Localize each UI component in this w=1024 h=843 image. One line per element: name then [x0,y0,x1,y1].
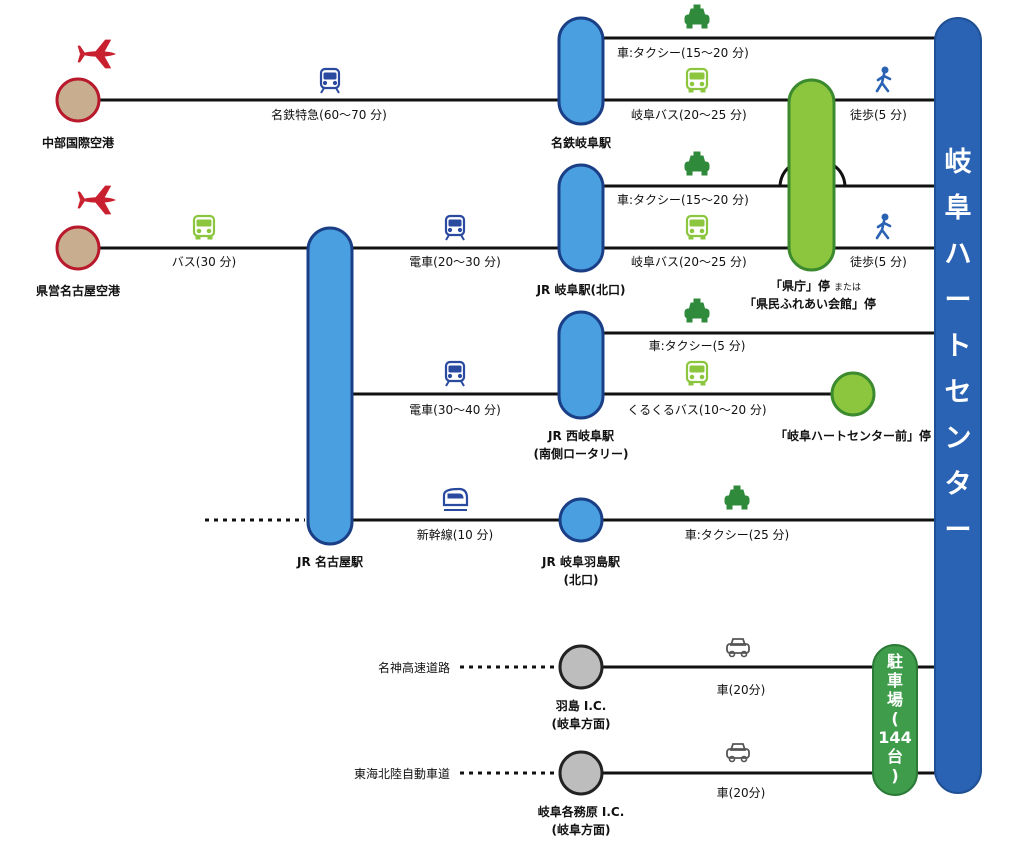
destination-char: ー [944,285,972,316]
meitetsu-gifu-label: 名鉄岐阜駅 [550,136,612,150]
walk-icon [875,65,892,93]
destination-char: 阜 [944,193,972,224]
route-walk-meitetsu: 徒歩(5 分) [850,108,907,122]
parking-bar [872,644,918,796]
meitetsu-gifu-station [557,16,605,126]
destination-char: セ [944,377,972,408]
route-taxi-meitetsu: 車:タクシー(15〜20 分) [617,46,749,60]
route-walk-jrgifu: 徒歩(5 分) [850,255,907,269]
taxi-icon [724,485,750,510]
route-shinkansen-10: 新幹線(10 分) [416,528,494,542]
walk-icon [875,212,892,240]
jr-nishigifu-label: JR 西岐阜駅 [548,429,614,443]
parking-char: 駐 [886,652,903,671]
heart-center-bus-stop [830,371,876,417]
chubu-airport-label: 中部国際空港 [41,136,115,150]
meishin-label: 名神高速道路 [377,661,450,675]
train-icon [319,67,341,95]
taxi-icon [684,4,710,29]
route-kurukuru-bus: くるくるバス(10〜20 分) [627,403,767,417]
car-icon [726,638,750,658]
route-car-hashima-ic: 車(20分) [716,683,766,697]
route-bus-meitetsu: 岐阜バス(20〜25 分) [631,108,747,122]
nagoya-airport-label: 県営名古屋空港 [35,284,121,298]
kakamigahara-ic-label: 岐阜各務原 I.C. [537,805,625,819]
jr-hashima-sublabel: (北口) [563,573,599,587]
jr-nishigifu-station [557,310,605,420]
kakamigahara-ic-node [558,750,604,796]
bus-icon [685,214,709,241]
route-meitetsu-express: 名鉄特急(60〜70 分) [271,108,387,122]
destination-char: ト [944,331,972,362]
kakamigahara-ic-sublabel: (岐阜方面) [551,823,611,837]
plane-icon [77,185,116,215]
destination-label: 岐阜ハートセンター [936,140,980,554]
destination-char: 岐 [944,147,972,178]
jr-hashima-label: JR 岐阜羽島駅 [542,555,620,569]
jr-gifu-label: JR 岐阜駅(北口) [536,283,626,297]
parking-char: ) [891,766,899,785]
jr-hashima-station [558,497,604,543]
kencho-stop-label: 「県庁」停または [770,279,861,295]
destination-bar [934,17,982,794]
kencho-stop-or: または [834,283,862,293]
route-bus-30: バス(30 分) [171,255,237,269]
bus-icon [192,214,216,241]
hashima-ic-sublabel: (岐阜方面) [551,717,611,731]
jr-nagoya-label: JR 名古屋駅 [297,555,363,569]
shinkansen-icon [442,487,469,512]
taxi-icon [684,298,710,323]
kencho-stop-name: 「県庁」停 [770,279,831,293]
bus-icon [685,360,709,387]
destination-char: ー [944,515,972,546]
car-icon [726,743,750,763]
heart-center-stop-label: 「岐阜ハートセンター前」停 [774,429,932,443]
route-taxi-hashima: 車:タクシー(25 分) [684,528,790,542]
destination-char: ハ [944,239,972,270]
jr-gifu-station [557,163,605,273]
train-icon [444,360,466,388]
hashima-ic-node [558,644,604,690]
taxi-icon [684,151,710,176]
route-bus-jrgifu: 岐阜バス(20〜25 分) [631,255,747,269]
route-taxi-nishigifu: 車:タクシー(5 分) [648,339,746,353]
destination-char: タ [944,469,972,500]
parking-char: ( [891,709,899,728]
parking-char: 場 [886,690,903,709]
parking-char: 台 [886,747,903,766]
kenmin-fureai-stop-label: 「県民ふれあい会館」停 [744,297,877,311]
parking-char: 車 [886,671,903,690]
jr-nishigifu-sublabel: (南側ロータリー) [533,447,629,461]
tokai-hokuriku-label: 東海北陸自動車道 [353,767,450,781]
nagoya-airport-node [55,225,101,271]
hashima-ic-label: 羽島 I.C. [555,699,607,713]
kencho-bus-stop [787,78,836,272]
chubu-airport-node [55,77,101,123]
plane-icon [77,39,116,69]
destination-char: ン [944,423,972,454]
route-car-kakamigahara-ic: 車(20分) [716,786,766,800]
bus-icon [685,67,709,94]
route-train-20-30: 電車(20〜30 分) [409,255,501,269]
route-taxi-jrgifu: 車:タクシー(15〜20 分) [617,193,749,207]
route-train-30-40: 電車(30〜40 分) [409,403,501,417]
parking-char: 144 [878,728,912,747]
jr-nagoya-station [306,226,354,546]
train-icon [444,214,466,242]
